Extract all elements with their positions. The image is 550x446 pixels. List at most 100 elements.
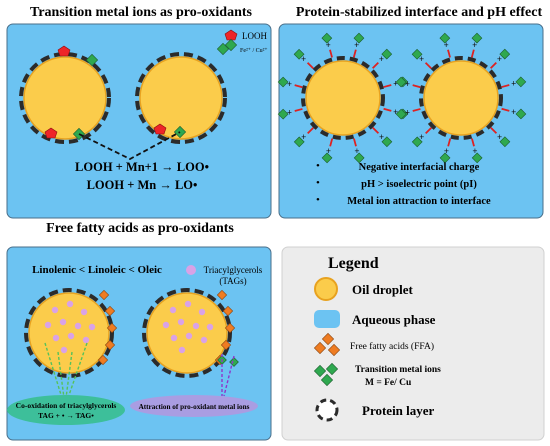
ffa-diamond xyxy=(222,305,234,317)
tag-label-2: (TAGs) xyxy=(219,276,246,286)
tag-dot xyxy=(177,318,185,326)
ffa-diamond xyxy=(224,322,236,334)
negative-charge xyxy=(424,62,432,69)
legend-title: Legend xyxy=(328,255,379,272)
plus-sign: + xyxy=(419,54,424,64)
plus-sign: + xyxy=(393,107,398,117)
ffa-diamond xyxy=(216,289,228,301)
legend-metal-formula: M = Fe/ Cu xyxy=(365,378,412,388)
negative-charge xyxy=(294,84,303,89)
metal-ion-diamond xyxy=(293,136,305,148)
metal-ion-diamond xyxy=(395,76,407,88)
oil-droplet xyxy=(305,60,381,136)
metal-ion-diamond xyxy=(277,76,289,88)
tag-dot xyxy=(178,346,186,354)
metal-ion-diamond xyxy=(499,48,511,60)
metal-ion-diamond xyxy=(353,32,365,44)
negative-charge xyxy=(470,49,475,58)
negative-charge xyxy=(501,107,510,112)
plus-sign: + xyxy=(444,146,449,156)
tag-dot xyxy=(185,332,193,340)
plus-sign: + xyxy=(287,107,292,117)
tag-dot xyxy=(44,321,52,329)
bullet-1: Negative interfacial charge xyxy=(359,162,480,173)
plus-sign: + xyxy=(354,40,359,50)
tag-dot xyxy=(200,336,208,344)
negative-charge xyxy=(412,84,421,89)
legend-protein-label: Protein layer xyxy=(362,403,435,418)
plus-sign: + xyxy=(405,79,410,89)
negative-charge xyxy=(294,108,303,112)
legend-protein-icon xyxy=(315,398,339,422)
plus-sign: + xyxy=(379,54,384,64)
cooxidation-ellipse xyxy=(7,395,125,425)
ffa-diamond xyxy=(104,305,116,317)
metal-ion-diamond xyxy=(411,136,423,148)
metal-ion-diamond xyxy=(277,108,289,120)
metal-ion-diamond xyxy=(515,76,527,88)
interaction-line xyxy=(78,131,181,161)
attraction-lines xyxy=(221,354,235,397)
plus-sign: + xyxy=(497,54,502,64)
metal-ion-diamond xyxy=(229,357,239,367)
metal-ion-diamond xyxy=(439,152,451,164)
plus-sign: + xyxy=(419,132,424,142)
looh-pentagon xyxy=(57,45,71,57)
ffa-diamond xyxy=(97,354,109,366)
negative-charge xyxy=(447,138,452,147)
ffa-diamond xyxy=(104,339,116,351)
tag-dot xyxy=(66,300,74,308)
legend-ffa-label: Free fatty acids (FFA) xyxy=(350,341,434,352)
metal-ion-diamond xyxy=(293,48,305,60)
metal-ion-diamond xyxy=(515,108,527,120)
negative-charge xyxy=(447,49,451,58)
plus-sign: + xyxy=(405,107,410,117)
negative-charge xyxy=(383,107,392,112)
legend-metal-label: Transition metal ions xyxy=(355,365,441,375)
cooxidation-lines xyxy=(44,342,88,399)
negative-charge xyxy=(425,127,432,135)
legend-aqueous-icon xyxy=(314,310,340,328)
plus-sign: + xyxy=(326,40,331,50)
negative-charge xyxy=(307,127,314,135)
tag-dot xyxy=(80,308,88,316)
protein-layer xyxy=(419,56,503,140)
tag-dot xyxy=(88,323,96,331)
tag-dot xyxy=(52,334,60,342)
tag-dot xyxy=(51,306,59,314)
reaction-2: LOOH + Mn → LO• xyxy=(87,178,198,192)
negative-charge xyxy=(372,61,379,69)
metal-ion-diamond xyxy=(411,48,423,60)
ffa-diamond xyxy=(106,322,118,334)
oil-droplet xyxy=(19,52,111,144)
negative-charge xyxy=(352,49,357,58)
cooxidation-label-2: TAG + • → TAG• xyxy=(38,411,94,420)
plus-sign: + xyxy=(444,40,449,50)
bullet-dot: • xyxy=(316,177,320,189)
oil-droplet xyxy=(24,288,114,378)
metal-ion-diamond xyxy=(381,48,393,60)
negative-charge xyxy=(306,62,314,69)
attraction-label: Attraction of pro-oxidant metal ions xyxy=(139,403,250,411)
plus-sign: + xyxy=(301,132,306,142)
metal-ion-diamond xyxy=(353,152,365,164)
tag-dot xyxy=(82,336,90,344)
looh-pentagon xyxy=(153,123,167,135)
title-transition: Transition metal ions as pro-oxidants xyxy=(30,5,253,20)
plus-sign: + xyxy=(472,40,477,50)
attraction-ellipse xyxy=(130,395,258,417)
tag-dot xyxy=(170,334,178,342)
negative-charge xyxy=(353,138,357,147)
negative-charge xyxy=(490,127,498,134)
metal-ion-diamond xyxy=(381,136,393,148)
tag-dot xyxy=(198,308,206,316)
reaction-1: LOOH + Mn+1 → LOO• xyxy=(75,160,209,174)
ffa-order: Linolenic < Linoleic < Oleic xyxy=(32,264,162,276)
bullet-dot: • xyxy=(316,160,320,172)
tag-dot xyxy=(206,323,214,331)
tag-dot xyxy=(74,322,82,330)
negative-charge xyxy=(412,108,421,112)
legend-aqueous-label: Aqueous phase xyxy=(352,312,436,327)
plus-sign: + xyxy=(472,146,477,156)
